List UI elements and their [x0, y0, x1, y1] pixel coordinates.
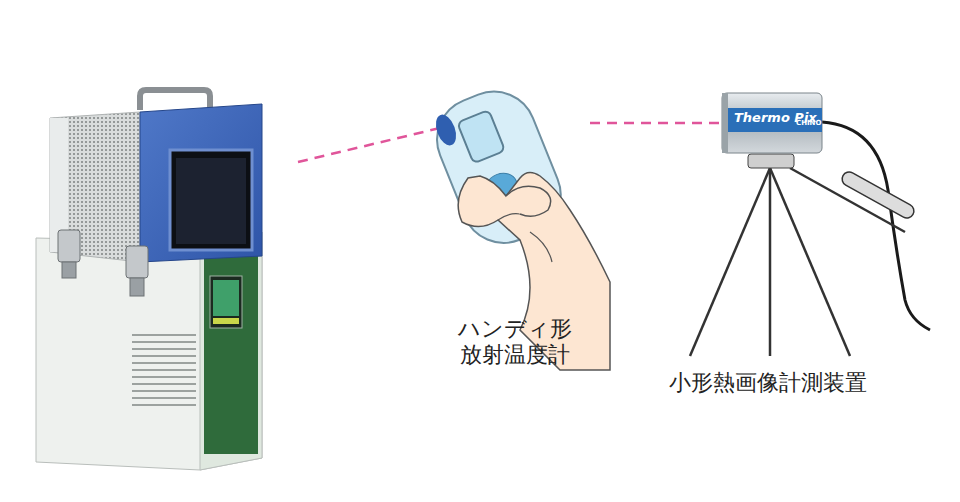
thermal-imager — [690, 93, 930, 356]
beam-line — [590, 122, 720, 125]
brand-text: CHINO — [796, 120, 821, 127]
calibrator-device — [36, 90, 262, 470]
device-label: 小形熱画像計測装置 — [669, 370, 867, 396]
handheld-thermometer — [424, 79, 610, 370]
beam-line — [298, 128, 440, 162]
device-label: ハンディ形 放射温度計 — [457, 316, 574, 369]
